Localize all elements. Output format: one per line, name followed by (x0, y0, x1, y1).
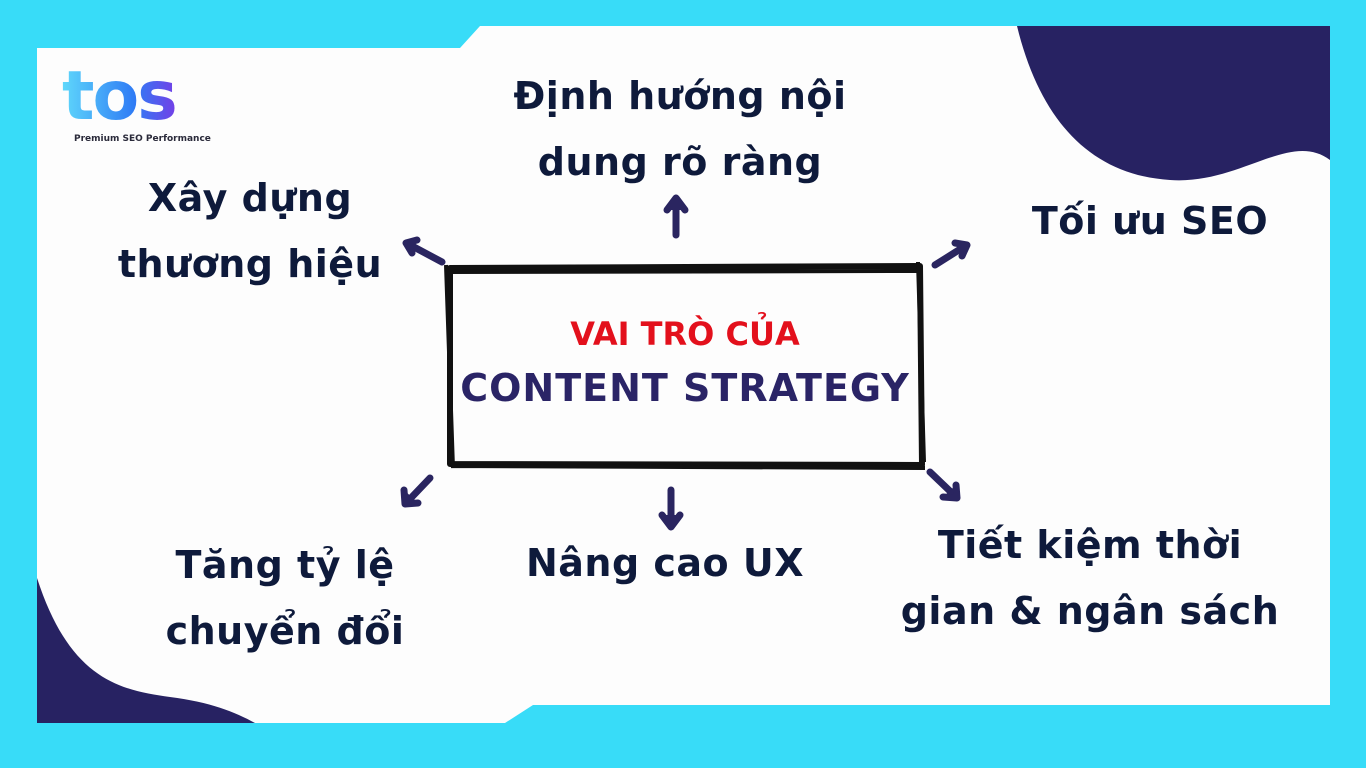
item-save-cost: Tiết kiệm thời gian & ngân sách (890, 512, 1290, 644)
arrow-down-icon (658, 486, 684, 531)
item-branding: Xây dựng thương hiệu (90, 165, 410, 297)
arrow-up-icon (663, 194, 689, 239)
item-line: Xây dựng (147, 176, 353, 220)
item-ux: Nâng cao UX (510, 530, 820, 596)
center-title-line2: CONTENT STRATEGY (460, 366, 910, 410)
arrow-down-right-icon (926, 468, 961, 502)
center-box (444, 261, 926, 470)
tos-logo: tos Premium SEO Performance (62, 62, 222, 145)
top-right-blob (1017, 26, 1330, 181)
arrow-up-right-icon (931, 239, 971, 269)
logo-tagline: Premium SEO Performance (74, 134, 211, 144)
logo-wordmark: tos (62, 62, 222, 132)
item-line: Nâng cao UX (525, 541, 805, 585)
item-content-direction: Định hướng nội dung rõ ràng (480, 63, 880, 195)
item-line: Tối ưu SEO (1031, 199, 1269, 243)
bottom-left-blob (37, 578, 255, 723)
item-line: chuyển đổi (165, 609, 405, 653)
item-line: Định hướng nội (513, 74, 847, 118)
item-line: gian & ngân sách (900, 589, 1280, 633)
center-title: VAI TRÒ CỦA CONTENT STRATEGY (450, 310, 920, 418)
item-line: dung rõ ràng (537, 140, 823, 184)
arrow-up-left-icon (402, 236, 446, 266)
item-seo: Tối ưu SEO (1000, 188, 1300, 254)
item-line: Tiết kiệm thời (937, 523, 1243, 567)
item-conversion: Tăng tỷ lệ chuyển đổi (130, 532, 440, 664)
center-title-line1: VAI TRÒ CỦA (570, 315, 800, 353)
white-panel (37, 26, 1330, 723)
arrow-down-left-icon (400, 474, 434, 508)
item-line: thương hiệu (117, 242, 383, 286)
item-line: Tăng tỷ lệ (175, 543, 395, 587)
